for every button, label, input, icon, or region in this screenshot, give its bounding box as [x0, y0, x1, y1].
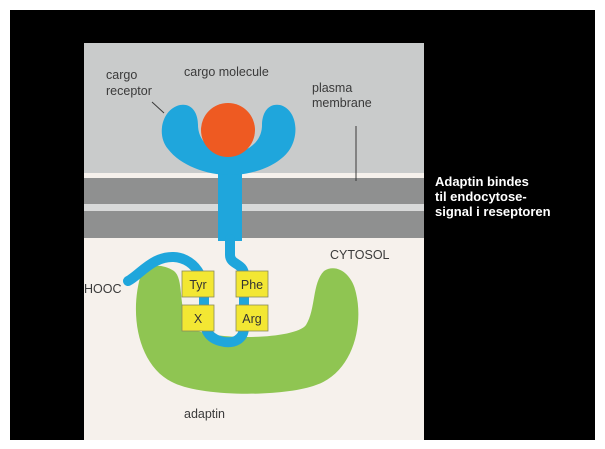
adaptin-label: adaptin — [184, 407, 225, 421]
slide-caption: Adaptin bindes til endocytose- signal i … — [435, 174, 605, 219]
membrane-outer-leaflet — [84, 178, 424, 204]
x-label: X — [194, 312, 203, 326]
caption-line-2: til endocytose- — [435, 189, 605, 204]
slide-background: Tyr Phe X Arg cargo receptor cargo molec… — [10, 10, 595, 440]
membrane-gap — [84, 204, 424, 211]
caption-line-3: signal i reseptoren — [435, 204, 605, 219]
endocytosis-figure: Tyr Phe X Arg cargo receptor cargo molec… — [84, 43, 424, 440]
cargo-receptor-label-line1: cargo — [106, 68, 137, 82]
phe-label: Phe — [241, 278, 263, 292]
tyr-label: Tyr — [189, 278, 206, 292]
plasma-membrane-label-line1: plasma — [312, 81, 352, 95]
caption-line-1: Adaptin bindes — [435, 174, 605, 189]
cargo-receptor-label-line2: receptor — [106, 84, 152, 98]
arg-label: Arg — [242, 312, 262, 326]
plasma-membrane-label-line2: membrane — [312, 96, 372, 110]
cargo-molecule-label: cargo molecule — [184, 65, 269, 79]
membrane-inner-leaflet — [84, 211, 424, 238]
cytosol-label: CYTOSOL — [330, 248, 390, 262]
hooc-label: HOOC — [84, 282, 122, 296]
cargo-molecule-shape — [201, 103, 255, 157]
